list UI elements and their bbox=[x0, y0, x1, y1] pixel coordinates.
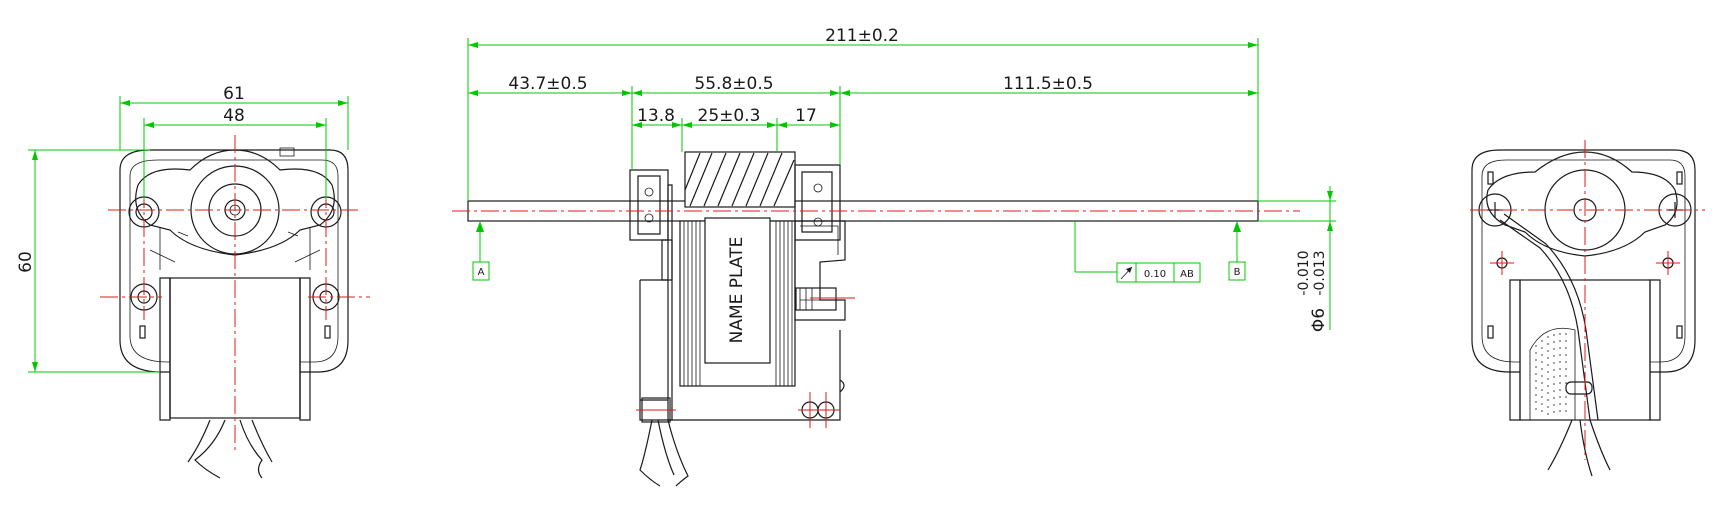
runout-value: 0.10 bbox=[1144, 269, 1166, 280]
side-view-centerlines bbox=[452, 210, 1300, 428]
dim-height: 60 bbox=[16, 251, 36, 273]
datum-a-label: A bbox=[478, 267, 485, 278]
rotor-hatching bbox=[684, 152, 795, 207]
datum-b-label: B bbox=[1234, 267, 1241, 278]
dim-segment-middle: 55.8±0.5 bbox=[694, 74, 773, 94]
dim-width-outer: 61 bbox=[223, 84, 245, 104]
dim-sub-middle: 25±0.3 bbox=[698, 106, 761, 126]
side-view-dimensions: 211±0.2 43.7±0.5 55.8±0.5 111.5±0.5 13.8… bbox=[467, 26, 1336, 332]
dim-width-inner: 48 bbox=[223, 106, 245, 126]
left-view-dimensions: 61 48 60 bbox=[16, 84, 349, 373]
right-rear-view bbox=[1471, 149, 1696, 477]
dim-shaft-diameter: Φ6 bbox=[1309, 308, 1329, 332]
dim-overall-length: 211±0.2 bbox=[825, 26, 899, 46]
stator-laminations bbox=[683, 221, 793, 386]
runout-frame bbox=[1116, 262, 1201, 283]
left-view-centerlines bbox=[100, 135, 370, 450]
right-view-centerlines bbox=[1470, 140, 1705, 460]
dim-tol-lower: -0.013 bbox=[1312, 250, 1328, 295]
dim-sub-left: 13.8 bbox=[637, 106, 675, 126]
name-plate-label: NAME PLATE bbox=[727, 237, 747, 344]
runout-icon bbox=[1120, 266, 1133, 280]
left-front-view bbox=[119, 147, 349, 479]
name-plate bbox=[704, 217, 771, 364]
dim-segment-right: 111.5±0.5 bbox=[1003, 74, 1093, 94]
dim-segment-left: 43.7±0.5 bbox=[508, 74, 587, 94]
dim-tol-upper: -0.010 bbox=[1296, 250, 1312, 295]
runout-datums: AB bbox=[1180, 269, 1194, 280]
side-view: NAME PLATE bbox=[467, 151, 1259, 487]
dim-sub-right: 17 bbox=[795, 106, 817, 126]
winding-stipple bbox=[1535, 333, 1567, 415]
